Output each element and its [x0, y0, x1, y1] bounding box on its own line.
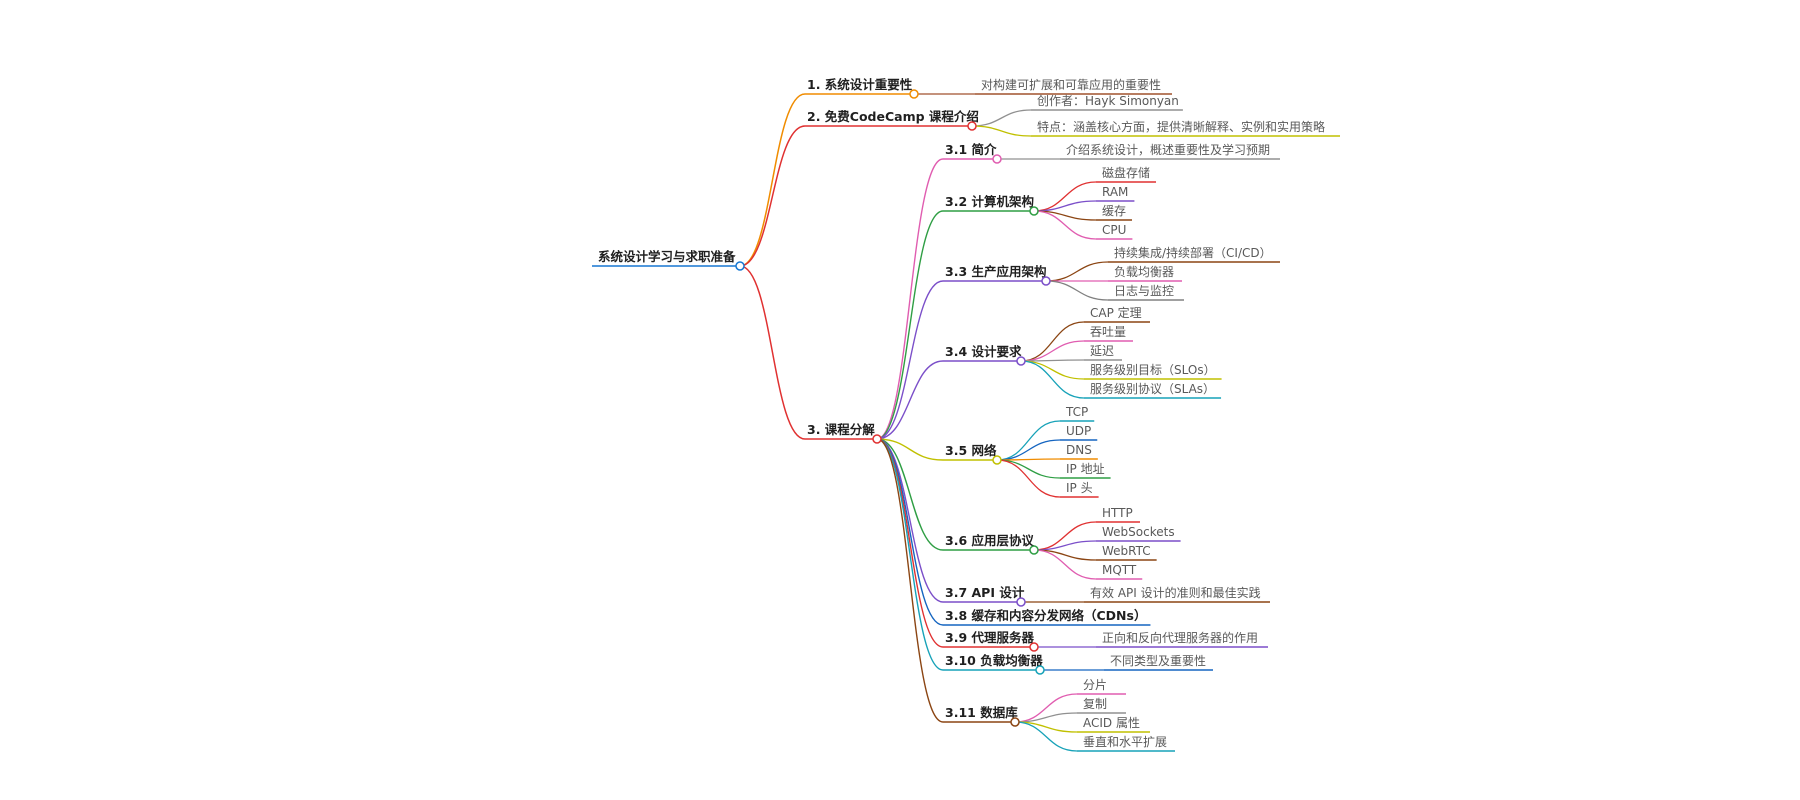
branch-node[interactable] — [909, 89, 919, 99]
leaf-label: IP 头 — [1066, 481, 1093, 495]
leaf-edge — [1020, 360, 1085, 380]
subtopic-label: 3.7 API 设计 — [945, 585, 1025, 600]
leaf-label: WebRTC — [1102, 544, 1151, 558]
leaf-edge — [1033, 549, 1097, 580]
leaf-label: 服务级别协议（SLAs） — [1090, 381, 1215, 396]
subtopic-label: 3.3 生产应用架构 — [945, 264, 1047, 279]
leaf-label: TCP — [1065, 405, 1088, 419]
subtopic-node[interactable] — [1035, 665, 1045, 675]
branch-label: 3. 课程分解 — [807, 422, 875, 437]
sub-edge — [876, 438, 944, 461]
branch-node[interactable] — [872, 434, 882, 444]
subtopic-label: 3.5 网络 — [945, 443, 997, 458]
subtopic-node[interactable] — [1016, 597, 1026, 607]
label-layer: 系统设计学习与求职准备 1. 系统设计重要性 对构建可扩展和可靠应用的重要性 2. 免… — [598, 77, 1325, 749]
leaf-label: 磁盘存储 — [1102, 165, 1150, 180]
sub-edge — [876, 280, 944, 440]
branch-edge — [739, 265, 806, 440]
leaf-label: 不同类型及重要性 — [1110, 654, 1206, 668]
sub-edge — [876, 438, 944, 671]
sub-edge — [876, 360, 944, 440]
leaf-label: MQTT — [1102, 563, 1137, 577]
leaf-label: 服务级别目标（SLOs） — [1090, 362, 1216, 377]
subtopic-label: 3.1 简介 — [945, 142, 997, 157]
leaf-label: 复制 — [1083, 697, 1107, 711]
leaf-label: RAM — [1102, 185, 1128, 199]
sub-edge — [876, 158, 944, 440]
subtopic-label: 3.2 计算机架构 — [945, 194, 1034, 209]
edge-layer — [739, 93, 1109, 752]
sub-edge — [876, 438, 944, 551]
leaf-edge — [1020, 340, 1085, 362]
leaf-label: ACID 属性 — [1083, 716, 1140, 730]
subtopic-node[interactable] — [992, 455, 1002, 465]
leaf-label: 对构建可扩展和可靠应用的重要性 — [981, 77, 1161, 92]
leaf-edge — [996, 439, 1061, 461]
leaf-edge — [1045, 261, 1109, 282]
leaf-label: 特点：涵盖核心方面，提供清晰解释、实例和实用策略 — [1037, 119, 1325, 134]
leaf-label: 分片 — [1083, 678, 1107, 692]
leaf-edge — [1045, 280, 1109, 301]
leaf-label: 垂直和水平扩展 — [1083, 735, 1167, 749]
branch-label: 1. 系统设计重要性 — [807, 77, 913, 92]
root-node[interactable] — [735, 261, 745, 271]
subtopic-node[interactable] — [1029, 206, 1039, 216]
leaf-edge — [971, 109, 1032, 127]
leaf-label: 吞吐量 — [1090, 325, 1126, 339]
root-topic: 系统设计学习与求职准备 — [598, 249, 736, 264]
leaf-edge — [996, 459, 1061, 479]
subtopic-label: 3.6 应用层协议 — [945, 533, 1034, 548]
leaf-label: 介绍系统设计，概述重要性及学习预期 — [1066, 142, 1270, 157]
leaf-label: 持续集成/持续部署（CI/CD） — [1114, 245, 1272, 260]
subtopic-label: 3.4 设计要求 — [945, 344, 1022, 359]
leaf-label: 日志与监控 — [1114, 284, 1174, 298]
subtopic-label: 3.9 代理服务器 — [945, 630, 1034, 645]
leaf-label: UDP — [1066, 424, 1091, 438]
sub-edge — [876, 438, 944, 648]
leaf-label: IP 地址 — [1066, 462, 1105, 476]
subtopic-node[interactable] — [1016, 356, 1026, 366]
leaf-edge — [996, 459, 1061, 498]
subtopic-node[interactable] — [1029, 642, 1039, 652]
leaf-label: 正向和反向代理服务器的作用 — [1102, 630, 1258, 645]
leaf-label: 有效 API 设计的准则和最佳实践 — [1090, 585, 1261, 600]
leaf-label: DNS — [1066, 443, 1092, 457]
leaf-edge — [971, 125, 1032, 137]
leaf-edge — [1020, 360, 1085, 399]
subtopic-node[interactable] — [992, 154, 1002, 164]
subtopic-node[interactable] — [1010, 717, 1020, 727]
leaf-label: CAP 定理 — [1090, 305, 1142, 320]
subtopic-node[interactable] — [1029, 545, 1039, 555]
leaf-label: 缓存 — [1102, 204, 1126, 218]
leaf-label: 负载均衡器 — [1114, 265, 1174, 279]
leaf-label: HTTP — [1102, 506, 1133, 520]
underline-layer — [592, 93, 1340, 752]
leaf-edge — [1033, 210, 1097, 240]
sub-edge — [876, 438, 944, 723]
leaf-edge — [1020, 321, 1085, 362]
subtopic-node[interactable] — [1041, 276, 1051, 286]
branch-node[interactable] — [967, 121, 977, 131]
node-layer — [735, 89, 1051, 727]
subtopic-label: 3.8 缓存和内容分发网络（CDNs） — [945, 608, 1146, 623]
branch-edge — [739, 125, 806, 267]
branch-label: 2. 免费CodeCamp 课程介绍 — [807, 109, 979, 124]
leaf-label: 创作者：Hayk Simonyan — [1037, 94, 1179, 108]
sub-edge — [876, 210, 944, 440]
subtopic-label: 3.10 负载均衡器 — [945, 653, 1043, 668]
leaf-label: 延迟 — [1090, 344, 1114, 358]
branch-edge — [739, 93, 806, 267]
leaf-label: CPU — [1102, 223, 1126, 237]
leaf-edge — [996, 420, 1061, 461]
subtopic-label: 3.11 数据库 — [945, 705, 1018, 720]
leaf-edge — [1014, 721, 1078, 752]
leaf-label: WebSockets — [1102, 525, 1175, 539]
